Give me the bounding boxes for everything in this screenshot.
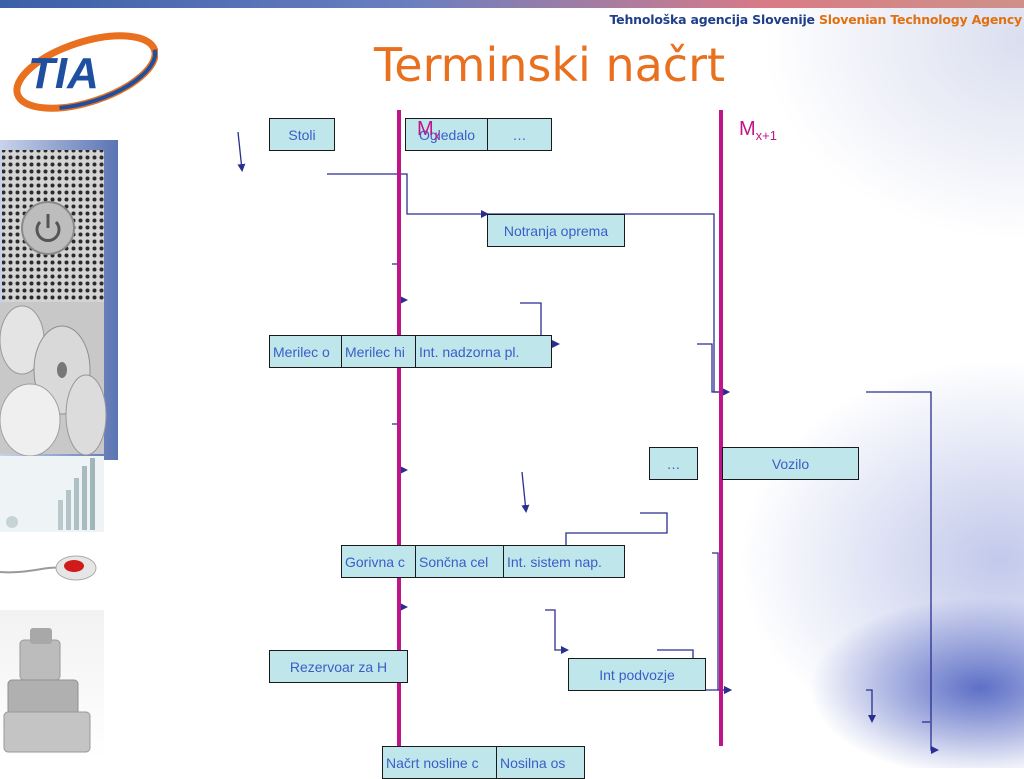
milestone-mx1-base: M: [739, 118, 756, 140]
box-merilec-o[interactable]: Merilec o: [269, 335, 345, 368]
box-int-podvozje[interactable]: Int podvozje: [568, 658, 706, 691]
box-notranja-oprema[interactable]: Notranja oprema: [487, 214, 625, 247]
agency-name-english: Slovenian Technology Agency: [819, 12, 1022, 27]
box-rezervoar[interactable]: Rezervoar za H: [269, 650, 408, 683]
milestone-label-mx: Mx: [417, 118, 440, 143]
box-int-sistem[interactable]: Int. sistem nap.: [503, 545, 625, 578]
milestone-mx1-sub: x+1: [755, 128, 777, 143]
box-ellipsis-mid[interactable]: …: [649, 447, 698, 480]
box-int-nadzorna[interactable]: Int. nadzorna pl.: [415, 335, 552, 368]
arrow-vozilo-long: [866, 391, 939, 754]
box-soncna[interactable]: Sončna cel: [415, 545, 509, 578]
box-merilec-h[interactable]: Merilec hi: [341, 335, 419, 368]
page-title: Terminski načrt: [374, 38, 726, 92]
arrow-mid: [521, 471, 530, 513]
arrow-stoli: [237, 131, 246, 172]
box-vozilo[interactable]: Vozilo: [722, 447, 859, 480]
box-nosilna-os[interactable]: Nosilna os: [496, 746, 585, 779]
box-ellipsis-top[interactable]: …: [487, 118, 552, 151]
milestone-mx-base: M: [417, 118, 434, 140]
arrow-nadzorna-to-mx1: [697, 343, 730, 396]
tia-logo: TIA: [13, 32, 158, 112]
box-stoli[interactable]: Stoli: [269, 118, 335, 151]
agency-header: Tehnološka agencija Slovenije Slovenian …: [609, 12, 1023, 27]
box-gorivna[interactable]: Gorivna c: [341, 545, 419, 578]
box-nacrt-nosline[interactable]: Načrt nosline c: [382, 746, 502, 779]
logo-text: TIA: [28, 49, 99, 98]
agency-name-slovenian: Tehnološka agencija Slovenije: [609, 12, 816, 27]
arrow-to-notranja-oprema: [327, 173, 489, 218]
milestone-label-mx1: Mx+1: [739, 118, 777, 143]
arrow-to-int-podvozje: [545, 609, 569, 654]
box-ogledalo[interactable]: Ogledalo: [405, 118, 489, 151]
decorative-photo-strip: [0, 140, 118, 760]
milestone-mx-sub: x: [433, 128, 441, 143]
arrow-bottom-right: [866, 689, 876, 723]
